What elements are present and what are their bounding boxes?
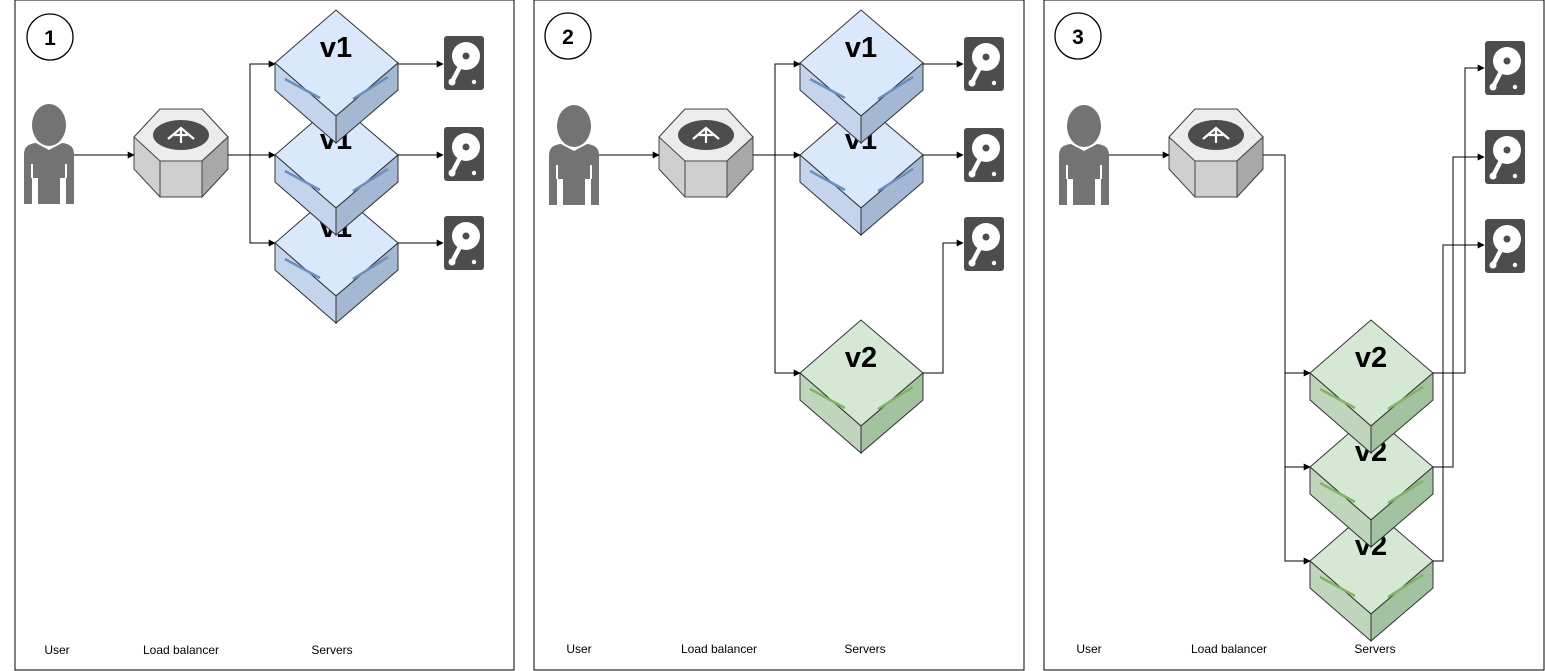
load-balancer-icon: [133, 108, 229, 199]
step-number-circle: [26, 13, 74, 61]
server-version-label: v2: [845, 342, 877, 374]
hard-disk-icon: [444, 36, 484, 90]
panel-frame: [14, 0, 515, 671]
servers-caption: Servers: [844, 642, 885, 656]
load-balancer-icon: [658, 108, 754, 199]
edge-lb-to-server: [249, 155, 276, 247]
user-caption: User: [566, 642, 591, 656]
load-balancer-caption: Load balancer: [1191, 642, 1267, 656]
server-block-icon: v1: [799, 9, 924, 145]
user-silhouette-icon: [1059, 105, 1109, 205]
hard-disk-icon: [964, 217, 1004, 271]
servers-caption: Servers: [1354, 642, 1395, 656]
panel-1: 1 v1 v1 v1 User Load balancer Servers: [14, 0, 515, 671]
hard-disk-icon: [1485, 219, 1525, 273]
hard-disk-icon: [444, 127, 484, 181]
step-number-circle: [1054, 12, 1102, 60]
step-number: 2: [562, 26, 574, 49]
load-balancer-caption: Load balancer: [143, 643, 219, 657]
server-block-icon: v1: [274, 9, 399, 145]
step-number: 3: [1072, 26, 1084, 49]
panel-frame: [533, 0, 1025, 671]
panel-2: 2 v2 v1 v1 User Load balancer Servers: [533, 0, 1025, 671]
hard-disk-icon: [1485, 41, 1525, 95]
server-block-icon: v1: [274, 101, 399, 237]
panel-3: 3 v2 v2 v2 User Load balancer Servers: [1043, 0, 1545, 671]
server-version-label: v2: [1355, 342, 1387, 374]
edge-lb-to-server: [774, 155, 801, 377]
user-caption: User: [1076, 642, 1101, 656]
load-balancer-icon: [1168, 108, 1264, 199]
user-caption: User: [44, 643, 69, 657]
hard-disk-icon: [1485, 130, 1525, 184]
step-number-circle: [544, 12, 592, 60]
edge-lb-to-server: [1263, 154, 1311, 377]
load-balancer-caption: Load balancer: [681, 642, 757, 656]
server-block-icon: v2: [1309, 319, 1434, 455]
edge-server-to-disk: [1433, 241, 1485, 562]
user-silhouette-icon: [549, 105, 599, 205]
server-block-icon: v2: [1309, 507, 1434, 643]
hard-disk-icon: [964, 37, 1004, 91]
edge-server-to-disk: [923, 239, 964, 374]
hard-disk-icon: [444, 216, 484, 270]
step-number: 1: [44, 27, 56, 50]
server-version-label: v1: [845, 32, 877, 64]
servers-caption: Servers: [311, 643, 352, 657]
edge-server-to-disk: [1433, 64, 1485, 374]
server-block-icon: v2: [799, 319, 924, 455]
server-version-label: v1: [320, 32, 352, 64]
panel-frame: [1043, 0, 1545, 671]
edge-lb-to-server: [1284, 467, 1311, 565]
hard-disk-icon: [964, 128, 1004, 182]
user-silhouette-icon: [24, 104, 74, 204]
